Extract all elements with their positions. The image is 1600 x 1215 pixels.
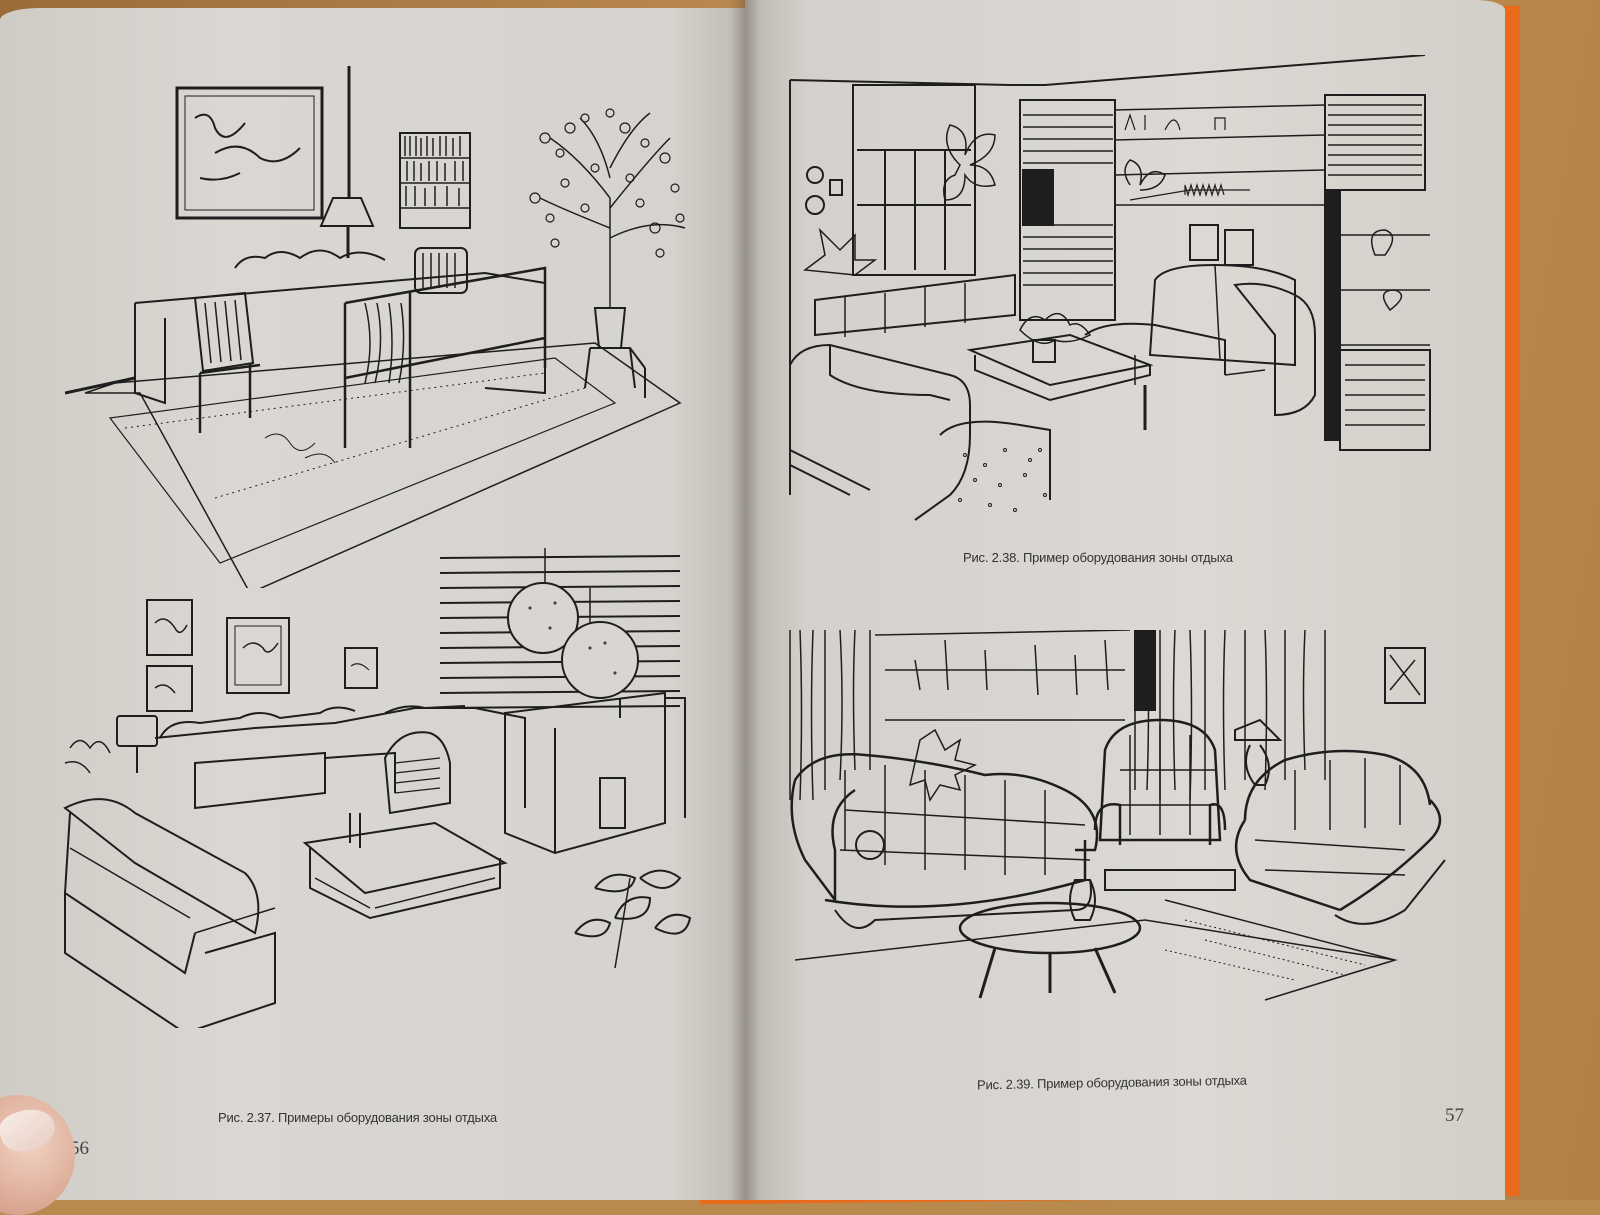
illustration-figure-2-38 [785, 55, 1435, 525]
book-gutter [730, 0, 760, 1200]
illustration-study-room [65, 58, 705, 588]
figure-caption-2-38: Рис. 2.38. Пример оборудования зоны отды… [963, 550, 1233, 565]
page-number-right: 57 [1445, 1105, 1464, 1126]
right-page: Рис. 2.38. Пример оборудования зоны отды… [745, 0, 1505, 1200]
figure-caption-2-37: Рис. 2.37. Примеры оборудования зоны отд… [218, 1110, 497, 1125]
illustration-lounge-corner [55, 548, 705, 1028]
figure-caption-2-39: Рис. 2.39. Пример оборудования зоны отды… [976, 1072, 1247, 1093]
left-page: Рис. 2.37. Примеры оборудования зоны отд… [0, 8, 745, 1200]
illustration-figure-2-39 [785, 630, 1455, 1030]
